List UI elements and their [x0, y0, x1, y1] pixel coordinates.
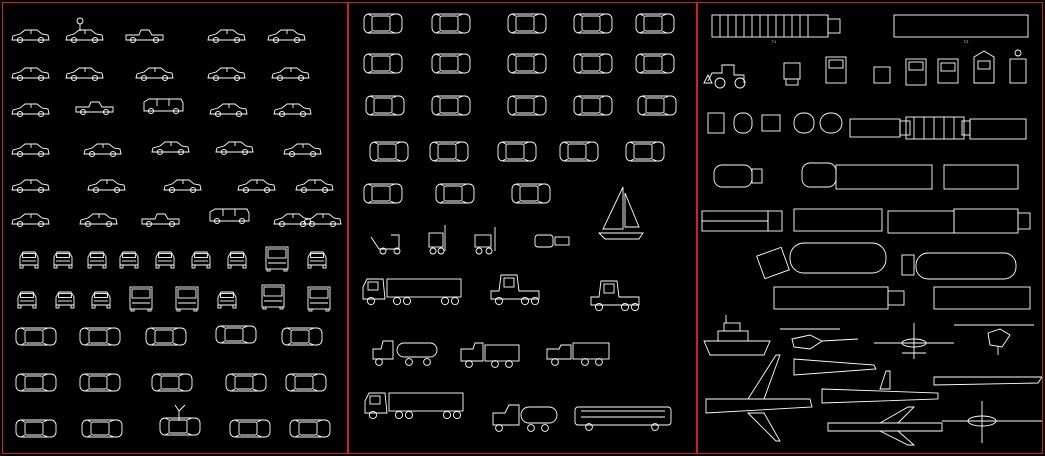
car-top-icon	[15, 325, 331, 438]
tanker-truck-icon	[372, 340, 610, 432]
sailboat-icon	[597, 186, 644, 240]
forklift-icon	[370, 225, 570, 255]
bus-icon	[574, 406, 672, 431]
vehicles-drawing	[362, 13, 677, 432]
truck-front-icon	[783, 49, 1027, 86]
truck-front-icon	[707, 112, 1027, 140]
trailer-icon	[711, 14, 1029, 38]
trailer-icon	[701, 162, 1031, 310]
heavy-drawing: T1 T2	[701, 14, 1042, 446]
airplane-icon	[705, 323, 1042, 446]
panel-cars	[2, 2, 348, 454]
trailer-label-1: T1	[772, 39, 777, 44]
panel-heavy-transport: T1 T2	[697, 2, 1043, 454]
trailer-label-2: T2	[964, 39, 969, 44]
car-side-icon	[11, 29, 342, 228]
cars-drawing	[11, 17, 342, 438]
loader-icon	[703, 64, 746, 89]
ship-icon	[703, 315, 771, 356]
semi-truck-icon	[362, 274, 640, 420]
car-front-icon	[17, 246, 331, 312]
helicopter-icon	[780, 324, 1034, 355]
car-top-icon	[363, 13, 677, 204]
panel-vehicles-top	[348, 2, 697, 454]
person-icon	[76, 17, 186, 421]
